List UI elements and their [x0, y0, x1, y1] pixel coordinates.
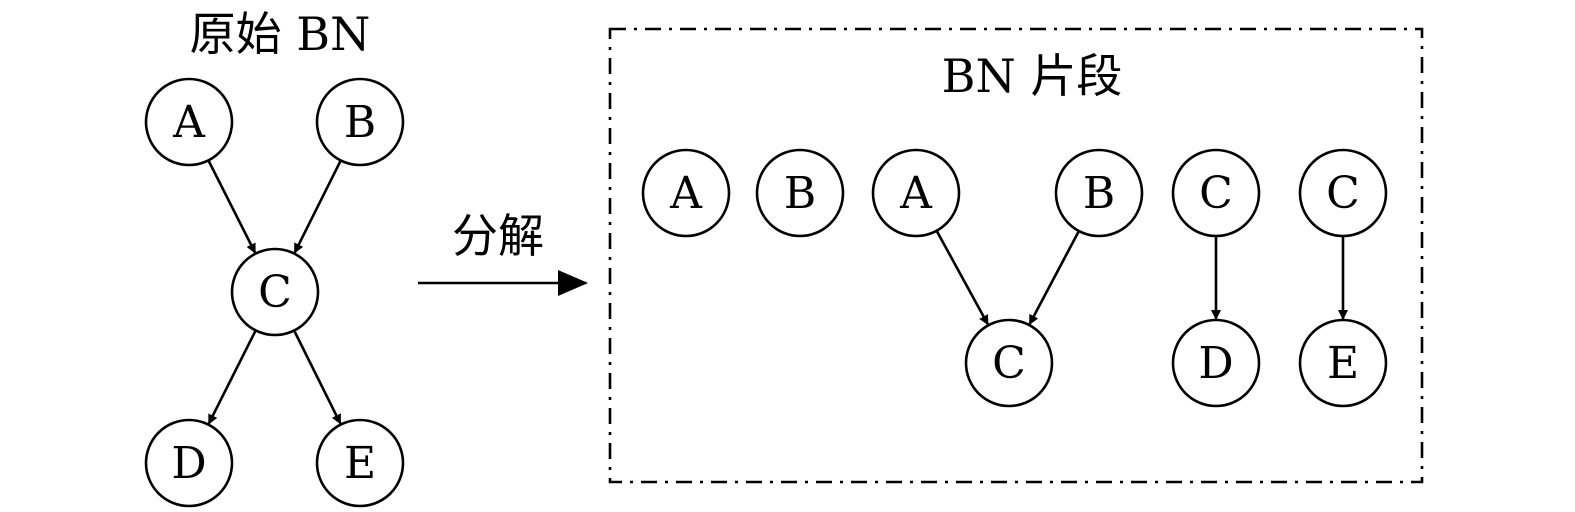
node-label: E — [1327, 338, 1359, 389]
fragment-node-f3C: C — [964, 318, 1054, 408]
fragment-node-f3B: B — [1054, 148, 1144, 238]
original-node-oB: B — [315, 77, 405, 167]
fragment-node-f4D: D — [1171, 318, 1261, 408]
fragment-edge-f3A-f3C — [935, 230, 990, 326]
fragments-frame — [608, 27, 1424, 484]
original-node-oC: C — [230, 247, 320, 337]
original-edge-oB-oC — [293, 159, 342, 254]
original-node-oA: A — [144, 77, 234, 167]
node-circle — [1298, 318, 1388, 408]
node-circle — [1171, 148, 1261, 238]
node-circle — [964, 318, 1054, 408]
node-label: A — [172, 97, 206, 148]
node-label: B — [1083, 168, 1115, 219]
node-label: D — [1198, 338, 1233, 389]
node-circle — [1298, 148, 1388, 238]
bn-fragments-title: BN 片段 — [942, 49, 1123, 103]
original-edge-oA-oC — [207, 159, 257, 254]
fragment-node-f3A: A — [871, 148, 961, 238]
node-label: D — [171, 438, 206, 489]
node-circle — [144, 77, 234, 167]
original-edge-oC-oE — [292, 329, 342, 425]
original-node-oE: E — [315, 418, 405, 508]
node-circle — [230, 247, 320, 337]
node-label: C — [992, 338, 1026, 389]
fragment-node-f2B: B — [755, 148, 845, 238]
fragment-node-f5E: E — [1298, 318, 1388, 408]
node-label: C — [1326, 168, 1360, 219]
edges-layer — [207, 159, 1348, 425]
original-edge-oC-oD — [207, 329, 257, 425]
nodes-layer: A B C D E A B A B C C D C E — [144, 77, 1388, 508]
node-circle — [641, 148, 731, 238]
original-node-oD: D — [144, 418, 234, 508]
node-circle — [315, 77, 405, 167]
node-circle — [871, 148, 961, 238]
decompose-label: 分解 — [452, 209, 544, 263]
fragment-edge-f3B-f3C — [1028, 230, 1081, 325]
node-circle — [755, 148, 845, 238]
node-circle — [144, 418, 234, 508]
node-label: B — [344, 97, 376, 148]
original-bn-title: 原始 BN — [190, 7, 371, 61]
node-label: C — [258, 267, 292, 318]
node-circle — [315, 418, 405, 508]
fragment-node-f5C: C — [1298, 148, 1388, 238]
fragment-node-f1A: A — [641, 148, 731, 238]
node-circle — [1054, 148, 1144, 238]
node-circle — [1171, 318, 1261, 408]
fragment-node-f4C: C — [1171, 148, 1261, 238]
node-label: A — [669, 168, 703, 219]
node-label: A — [899, 168, 933, 219]
node-label: B — [784, 168, 816, 219]
node-label: C — [1199, 168, 1233, 219]
node-label: E — [344, 438, 376, 489]
